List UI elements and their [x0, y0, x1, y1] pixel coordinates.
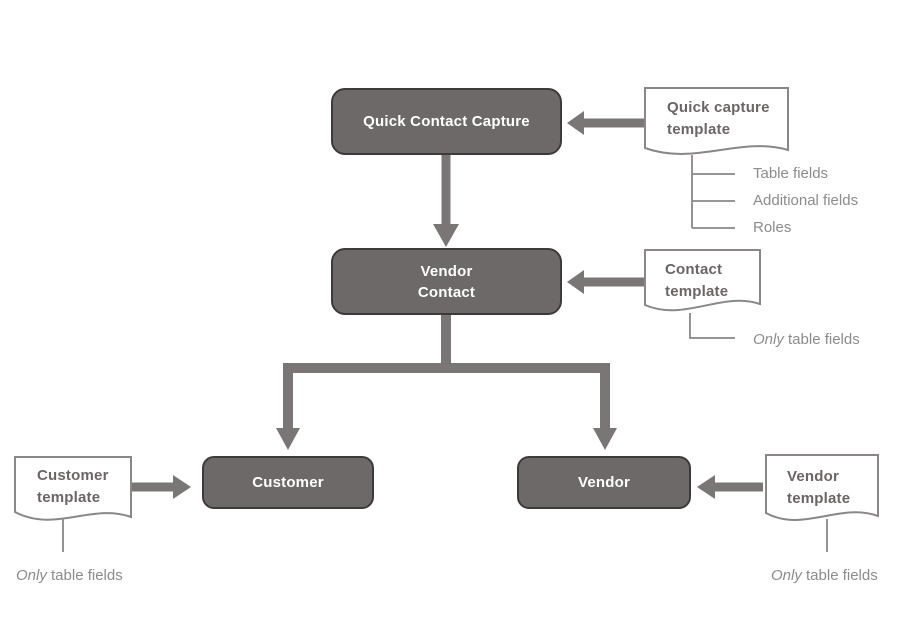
arrow-group	[128, 111, 763, 499]
node-customer: Customer	[202, 456, 374, 509]
branch-bracket	[283, 363, 610, 430]
annotation-lines	[62, 155, 828, 552]
note-customer-template: Only table fields	[16, 565, 123, 587]
contact-template-doc-shape	[644, 249, 761, 312]
field-label-additional-fields: Additional fields	[753, 192, 859, 209]
node-vendor-contact: Vendor Contact	[331, 248, 562, 315]
doc-title-customer-template: Customer template	[37, 467, 109, 506]
node-vendor-label: Vendor	[577, 474, 631, 491]
arrow-vendt-to-vendor-head	[697, 475, 715, 499]
arrow-ct-to-vendor-contact-head	[567, 270, 584, 294]
node-quick-contact-capture: Quick Contact Capture	[331, 88, 562, 155]
node-quick-contact-capture-label: Quick Contact Capture	[363, 113, 530, 130]
doc-title-contact-template: Contact template	[665, 261, 729, 300]
arrow-qcc-to-vendor-contact-head	[433, 224, 459, 247]
quick-capture-template-field-tree	[691, 155, 735, 229]
note-contact-template: Only table fields	[753, 329, 860, 351]
node-vendor: Vendor	[517, 456, 691, 509]
note-vendor-template: Only table fields	[771, 565, 878, 587]
node-vendor-contact-label: Vendor Contact	[417, 262, 476, 301]
note-customer-template-italic: Only	[16, 567, 47, 584]
quick-capture-template-doc-shape	[644, 87, 789, 155]
field-label-table-fields: Table fields	[753, 165, 829, 182]
note-customer-template-rest: table fields	[46, 567, 123, 584]
vendor-template-doc-shape	[765, 454, 879, 521]
note-contact-template-rest: table fields	[783, 331, 860, 348]
node-customer-label: Customer	[252, 474, 324, 491]
customer-template-doc-shape	[14, 456, 132, 521]
document-shapes	[14, 87, 879, 521]
note-vendor-template-rest: table fields	[801, 567, 878, 584]
arrow-custt-to-customer-head	[173, 475, 191, 499]
field-label-roles: Roles	[753, 219, 792, 236]
arrow-to-customer-head	[276, 428, 300, 450]
contact-template-note-line	[689, 313, 735, 339]
note-vendor-template-italic: Only	[771, 567, 802, 584]
doc-title-vendor-template: Vendor template	[787, 468, 851, 507]
arrow-to-vendor-head	[593, 428, 617, 450]
note-contact-template-italic: Only	[753, 331, 784, 348]
doc-title-quick-capture-template: Quick capture template	[667, 99, 770, 138]
arrow-qct-to-qcc-head	[567, 111, 584, 135]
